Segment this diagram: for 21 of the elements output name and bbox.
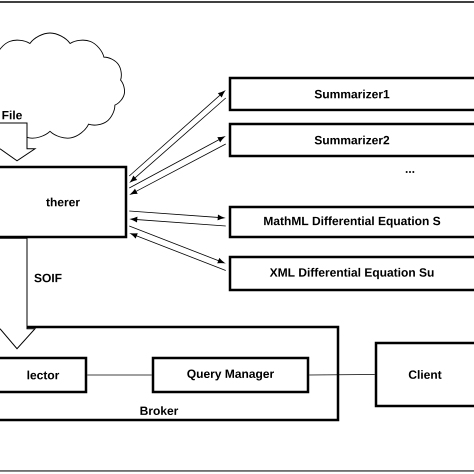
process-box: Summarizer1 <box>228 76 474 112</box>
block-arrow <box>0 122 37 162</box>
process-box: lector <box>0 356 88 394</box>
process-box: Client <box>374 342 474 408</box>
arrow <box>128 226 225 264</box>
arrow <box>130 98 226 182</box>
arrow <box>128 210 224 220</box>
arrow <box>130 216 226 226</box>
block-arrow <box>0 238 36 350</box>
arrow <box>130 144 226 195</box>
process-box: therer <box>0 166 128 238</box>
process-box: MathML Differential Equation S <box>228 206 474 238</box>
process-box: XML Differential Equation Su <box>228 256 474 292</box>
edge-label: SOIF <box>33 272 63 284</box>
process-box: Summarizer2 <box>228 122 474 158</box>
ellipsis: ... <box>406 171 414 173</box>
arrow <box>128 136 225 188</box>
process-box: Query Manager <box>152 356 310 394</box>
arrow <box>128 90 225 176</box>
arrow <box>130 233 226 271</box>
edge-label: File <box>0 110 24 120</box>
